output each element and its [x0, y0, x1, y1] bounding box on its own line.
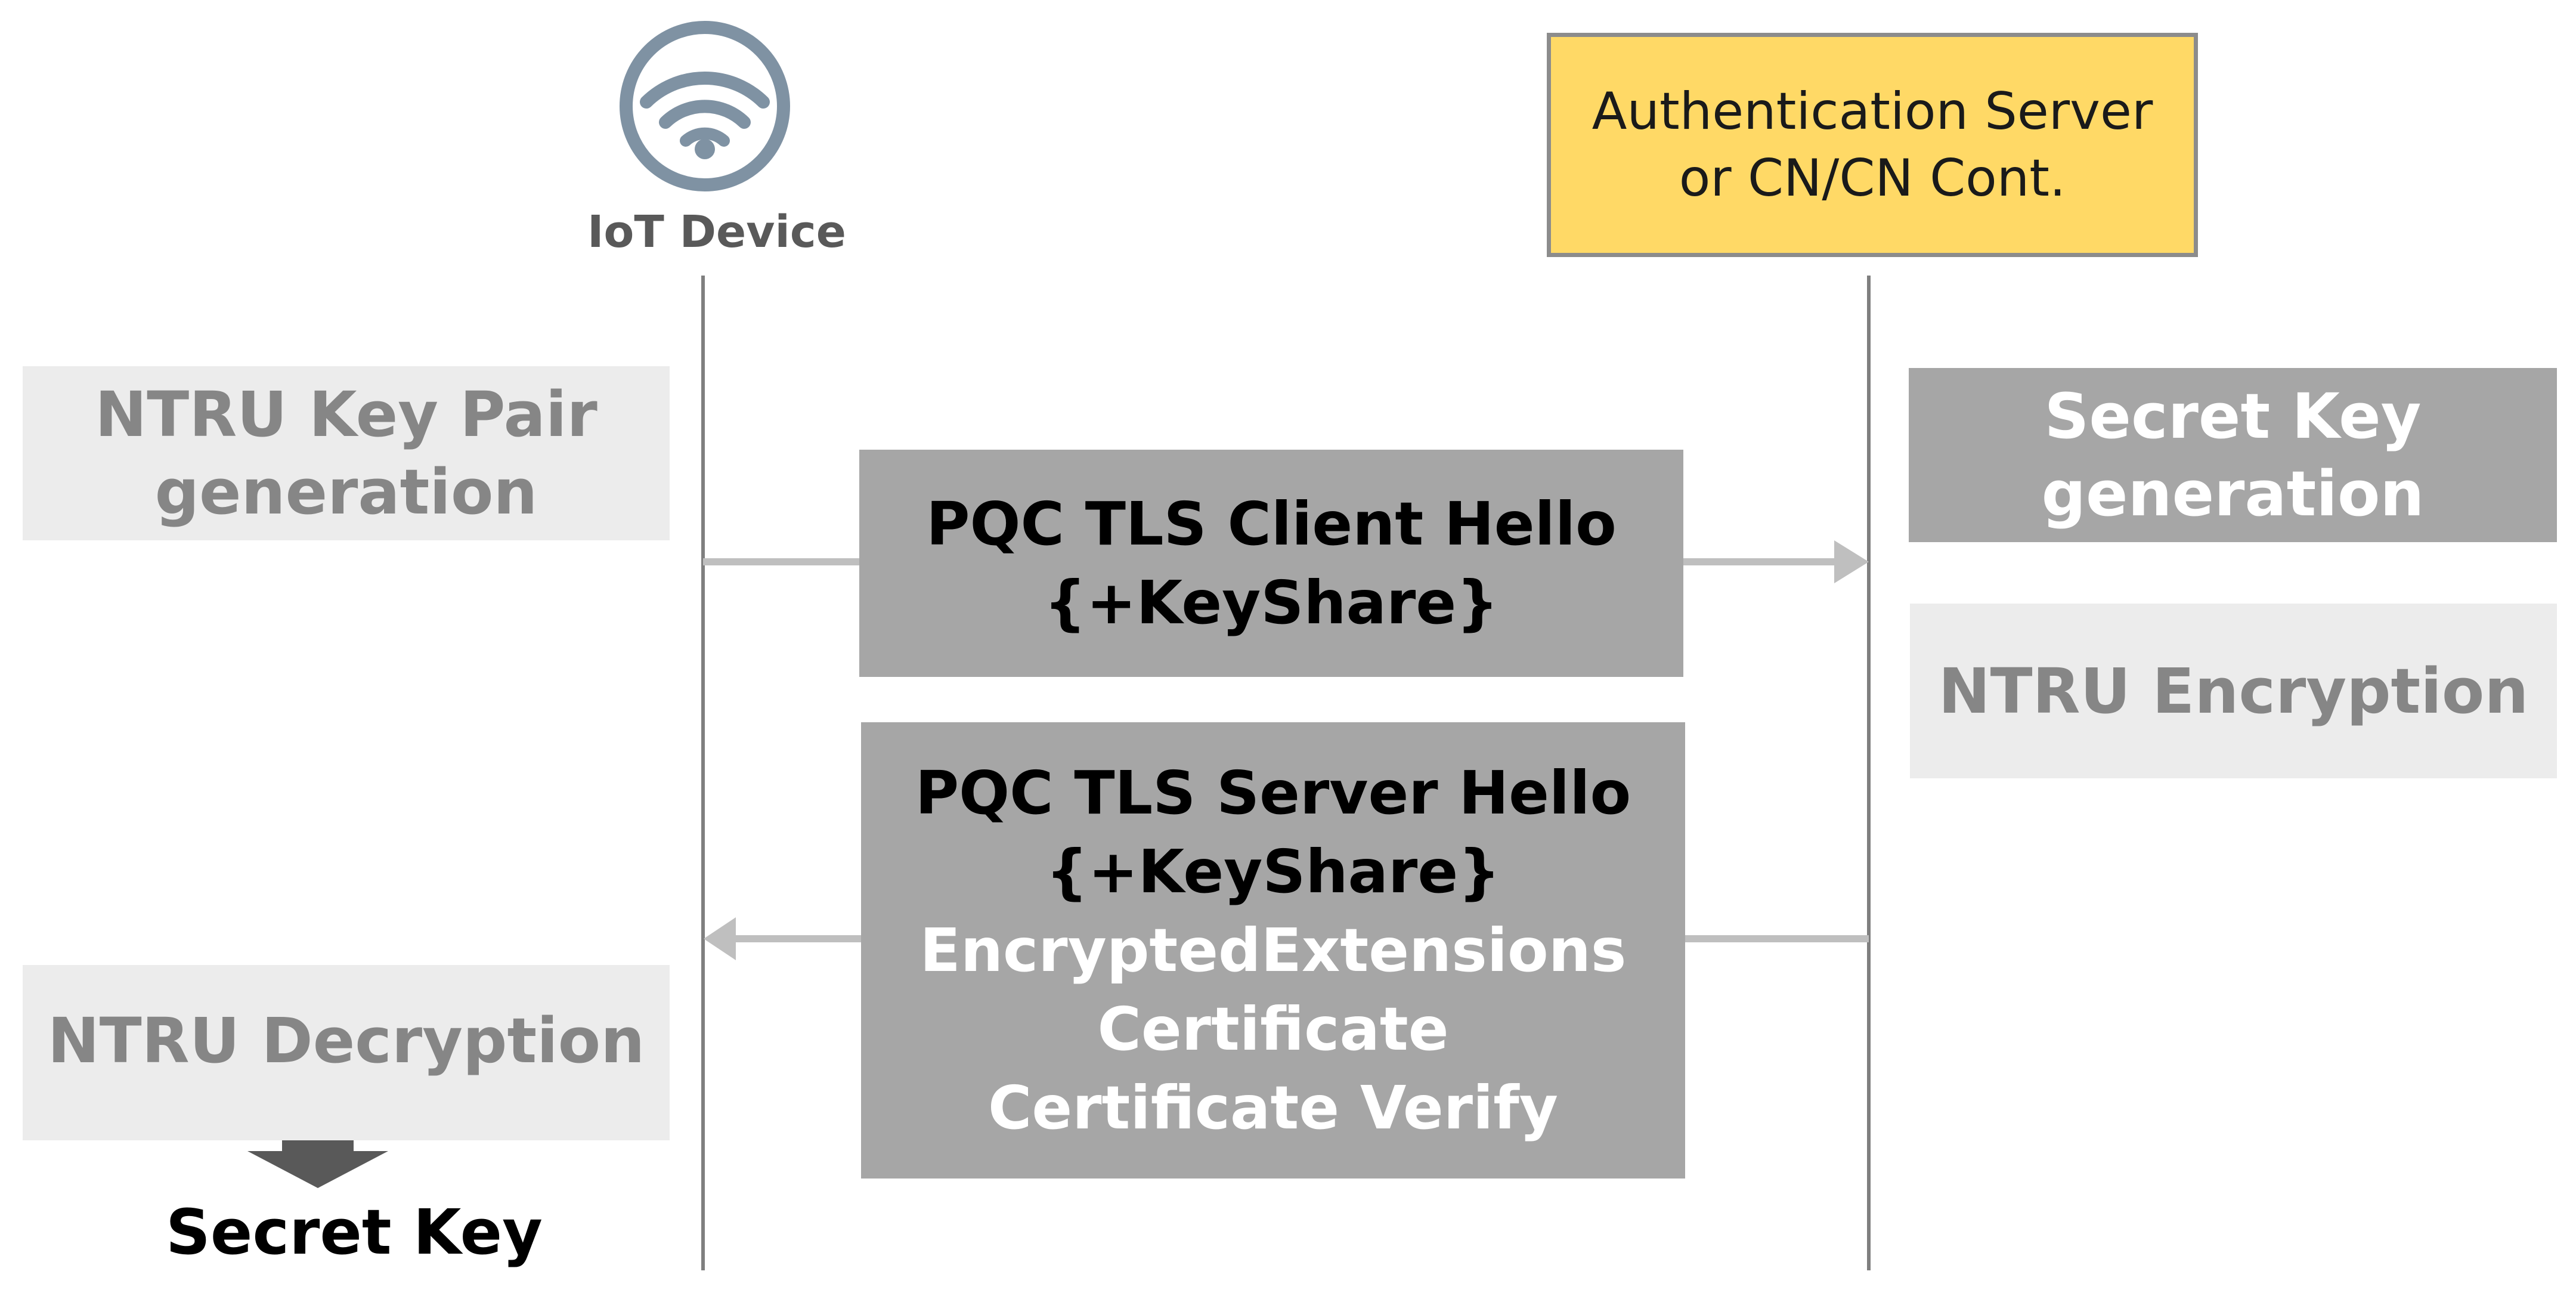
step-label-line: generation	[154, 456, 538, 528]
server-hello-message-box: PQC TLS Server Hello {+KeyShare} Encrypt…	[861, 722, 1685, 1179]
ntru-key-pair-generation-box: NTRU Key Pair generation	[23, 366, 670, 540]
iot-device-label: IoT Device	[587, 206, 846, 258]
client-hello-message-box: PQC TLS Client Hello {+KeyShare}	[859, 450, 1683, 677]
message-line: Certificate	[1097, 994, 1449, 1064]
client-hello-arrow	[703, 540, 1869, 583]
server-hello-arrow	[704, 917, 1869, 960]
step-label-line: Secret Key	[2044, 380, 2422, 453]
iot-device-lifeline	[701, 276, 705, 1270]
server-label-line: Authentication Server	[1592, 82, 2153, 141]
step-label-line: generation	[2041, 457, 2425, 530]
ntru-encryption-box: NTRU Encryption	[1910, 604, 2557, 778]
message-line: EncryptedExtensions	[919, 915, 1627, 985]
secret-key-generation-box: Secret Key generation	[1909, 368, 2557, 542]
step-label-line: NTRU Encryption	[1938, 654, 2529, 728]
authentication-server-box: Authentication Server or CN/CN Cont.	[1547, 33, 2198, 257]
message-line: {+KeyShare}	[1044, 567, 1499, 638]
ntru-decryption-box: NTRU Decryption	[23, 965, 670, 1140]
server-lifeline	[1867, 276, 1871, 1270]
wifi-icon	[620, 21, 790, 191]
message-line: Certificate Verify	[988, 1072, 1558, 1143]
step-label-line: NTRU Key Pair	[95, 378, 597, 451]
message-line: PQC TLS Server Hello	[915, 757, 1631, 828]
message-line: PQC TLS Client Hello	[926, 488, 1617, 559]
message-line: {+KeyShare}	[1045, 836, 1501, 907]
secret-key-result: Secret Key	[166, 1196, 543, 1269]
server-label-line: or CN/CN Cont.	[1679, 149, 2066, 208]
step-label-line: NTRU Decryption	[47, 1004, 645, 1077]
